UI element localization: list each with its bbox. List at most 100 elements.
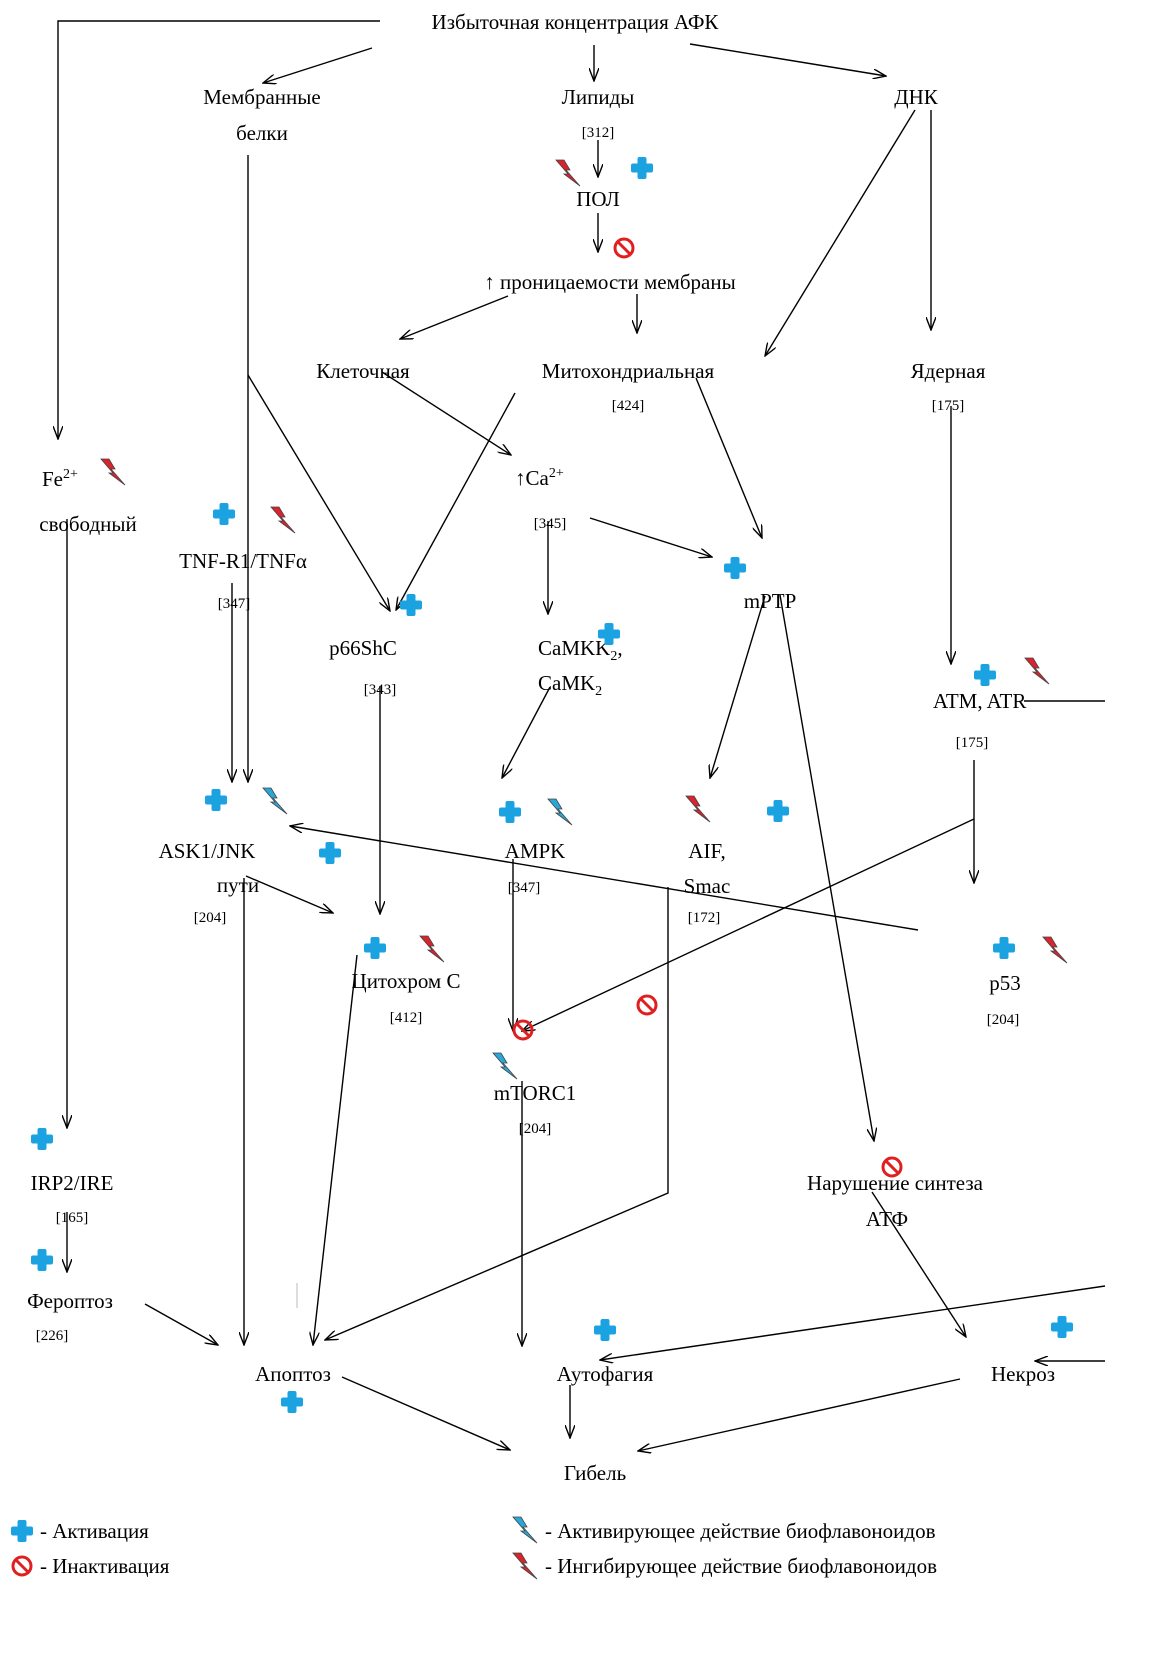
node-membrane-proteins-line1: Мембранные bbox=[203, 85, 320, 109]
edge-p53-ask bbox=[290, 826, 919, 931]
edge-atp-necrosis bbox=[871, 1191, 966, 1337]
plus-icon bbox=[213, 503, 235, 525]
plus-icon bbox=[205, 789, 227, 811]
ref-tnf: [347] bbox=[218, 596, 251, 612]
camk-main: CaMK bbox=[538, 671, 595, 695]
ref-aif: [172] bbox=[688, 910, 721, 926]
plus-icon bbox=[31, 1128, 53, 1150]
fe-main: Fe bbox=[42, 467, 63, 491]
ref-ask: [204] bbox=[194, 910, 227, 926]
node-atm: ATM, ATR bbox=[933, 689, 1026, 713]
node-camkk: CaMKK2, bbox=[538, 636, 623, 664]
ref-nuclear: [175] bbox=[932, 398, 965, 414]
edge-aif-apoptosis bbox=[325, 887, 669, 1340]
edge-necrosis-death bbox=[638, 1378, 961, 1451]
edge-atm-mtorc bbox=[522, 818, 975, 1031]
plus-icon bbox=[594, 1319, 616, 1341]
ref-ca: [345] bbox=[534, 516, 567, 532]
node-mtorc: mTORC1 bbox=[494, 1081, 576, 1105]
ref-p53: [204] bbox=[987, 1012, 1020, 1028]
ref-mtorc: [204] bbox=[519, 1121, 552, 1137]
plus-icon bbox=[499, 801, 521, 823]
node-permeability: ↑ проницаемости мембраны bbox=[484, 270, 735, 294]
blue-lightning-icon bbox=[262, 787, 288, 815]
node-necrosis: Некроз bbox=[991, 1362, 1055, 1386]
plus-icon bbox=[364, 937, 386, 959]
node-cellular: Клеточная bbox=[316, 359, 410, 383]
plus-icon bbox=[319, 842, 341, 864]
red-lightning-icon bbox=[1042, 936, 1068, 964]
node-apoptosis: Апоптоз bbox=[255, 1362, 331, 1386]
edge-cellular-ca bbox=[381, 371, 511, 455]
edge-ferroptosis-apoptosis bbox=[144, 1303, 218, 1345]
diagram-icons bbox=[31, 157, 1073, 1413]
node-death: Гибель bbox=[564, 1461, 626, 1485]
blue-lightning-icon bbox=[547, 798, 573, 826]
edge-dna-mitochondrial bbox=[765, 109, 916, 356]
edge-permeability-cellular bbox=[400, 295, 509, 339]
ca-sup: 2+ bbox=[549, 466, 564, 481]
ref-p66: [343] bbox=[364, 682, 397, 698]
plus-icon bbox=[1051, 1316, 1073, 1338]
ref-atm: [175] bbox=[956, 735, 989, 751]
node-p53: p53 bbox=[989, 971, 1021, 995]
plus-icon bbox=[993, 937, 1015, 959]
plus-icon bbox=[11, 1520, 33, 1542]
blue-lightning-icon bbox=[492, 1052, 518, 1080]
ref-irp: [165] bbox=[56, 1210, 89, 1226]
ref-cyto: [412] bbox=[390, 1010, 423, 1026]
prohibited-icon bbox=[613, 237, 635, 259]
edge-mptp-atp bbox=[779, 594, 874, 1141]
camk-sub: 2 bbox=[595, 684, 602, 699]
prohibited-icon bbox=[636, 994, 658, 1016]
node-afk: Избыточная концентрация АФК bbox=[432, 10, 720, 34]
node-ferroptosis: Фероптоз bbox=[27, 1289, 113, 1313]
edge-camkk-ampk bbox=[502, 686, 551, 778]
edge-right-autophagy bbox=[600, 1285, 1106, 1360]
node-mptp: mPTP bbox=[744, 589, 797, 613]
node-mitochondrial: Митохондриальная bbox=[542, 359, 715, 383]
node-ask-line2: пути bbox=[217, 873, 259, 897]
red-lightning-icon bbox=[100, 458, 126, 486]
node-ask-line1: ASK1/JNK bbox=[159, 839, 256, 863]
edge-ask-cyto bbox=[245, 875, 333, 913]
edge-apoptosis-death bbox=[341, 1376, 510, 1450]
node-aif-line1: AIF, bbox=[688, 839, 725, 863]
ref-mitochondrial: [424] bbox=[612, 398, 645, 414]
edge-afk-dna bbox=[689, 43, 886, 76]
ref-ampk: [347] bbox=[508, 880, 541, 896]
node-cyto: Цитохром С bbox=[352, 969, 461, 993]
node-autophagy: Аутофагия bbox=[557, 1362, 654, 1386]
red-lightning-icon bbox=[419, 935, 445, 963]
camkk-main: CaMKK bbox=[538, 636, 610, 660]
node-irp: IRP2/IRE bbox=[31, 1171, 114, 1195]
red-lightning-icon bbox=[685, 795, 711, 823]
node-pol: ПОЛ bbox=[576, 187, 620, 211]
node-membrane-proteins-line2: белки bbox=[236, 121, 288, 145]
node-p66: p66ShC bbox=[329, 636, 397, 660]
red-lightning-icon bbox=[270, 506, 296, 534]
legend-bio-activating: - Активирующее действие биофлавоноидов bbox=[545, 1519, 936, 1543]
node-lipids: Липиды bbox=[562, 85, 635, 109]
edge-mitochondrial-mptp bbox=[695, 377, 762, 538]
red-lightning-icon bbox=[1024, 657, 1050, 685]
node-aif-line2: Smac bbox=[684, 874, 731, 898]
legend: - Активация - Инактивация - Активирующее… bbox=[11, 1516, 937, 1580]
edge-mitochondrial-p66 bbox=[396, 392, 516, 610]
plus-icon bbox=[31, 1249, 53, 1271]
edge-membrane-proteins-p66 bbox=[247, 374, 390, 611]
camkk-sub: 2 bbox=[610, 649, 617, 664]
node-atp-line2: АТФ bbox=[866, 1207, 908, 1231]
fe-sup: 2+ bbox=[63, 467, 78, 482]
plus-icon bbox=[631, 157, 653, 179]
plus-icon bbox=[281, 1391, 303, 1413]
ca-main: ↑Ca bbox=[515, 466, 550, 490]
plus-icon bbox=[724, 557, 746, 579]
node-dna: ДНК bbox=[894, 85, 938, 109]
node-nuclear: Ядерная bbox=[911, 359, 986, 383]
prohibited-icon bbox=[512, 1019, 534, 1041]
camkk-tail: , bbox=[617, 636, 622, 660]
edge-mptp-aif bbox=[710, 595, 766, 778]
node-fe: Fe2+ bbox=[42, 467, 78, 491]
